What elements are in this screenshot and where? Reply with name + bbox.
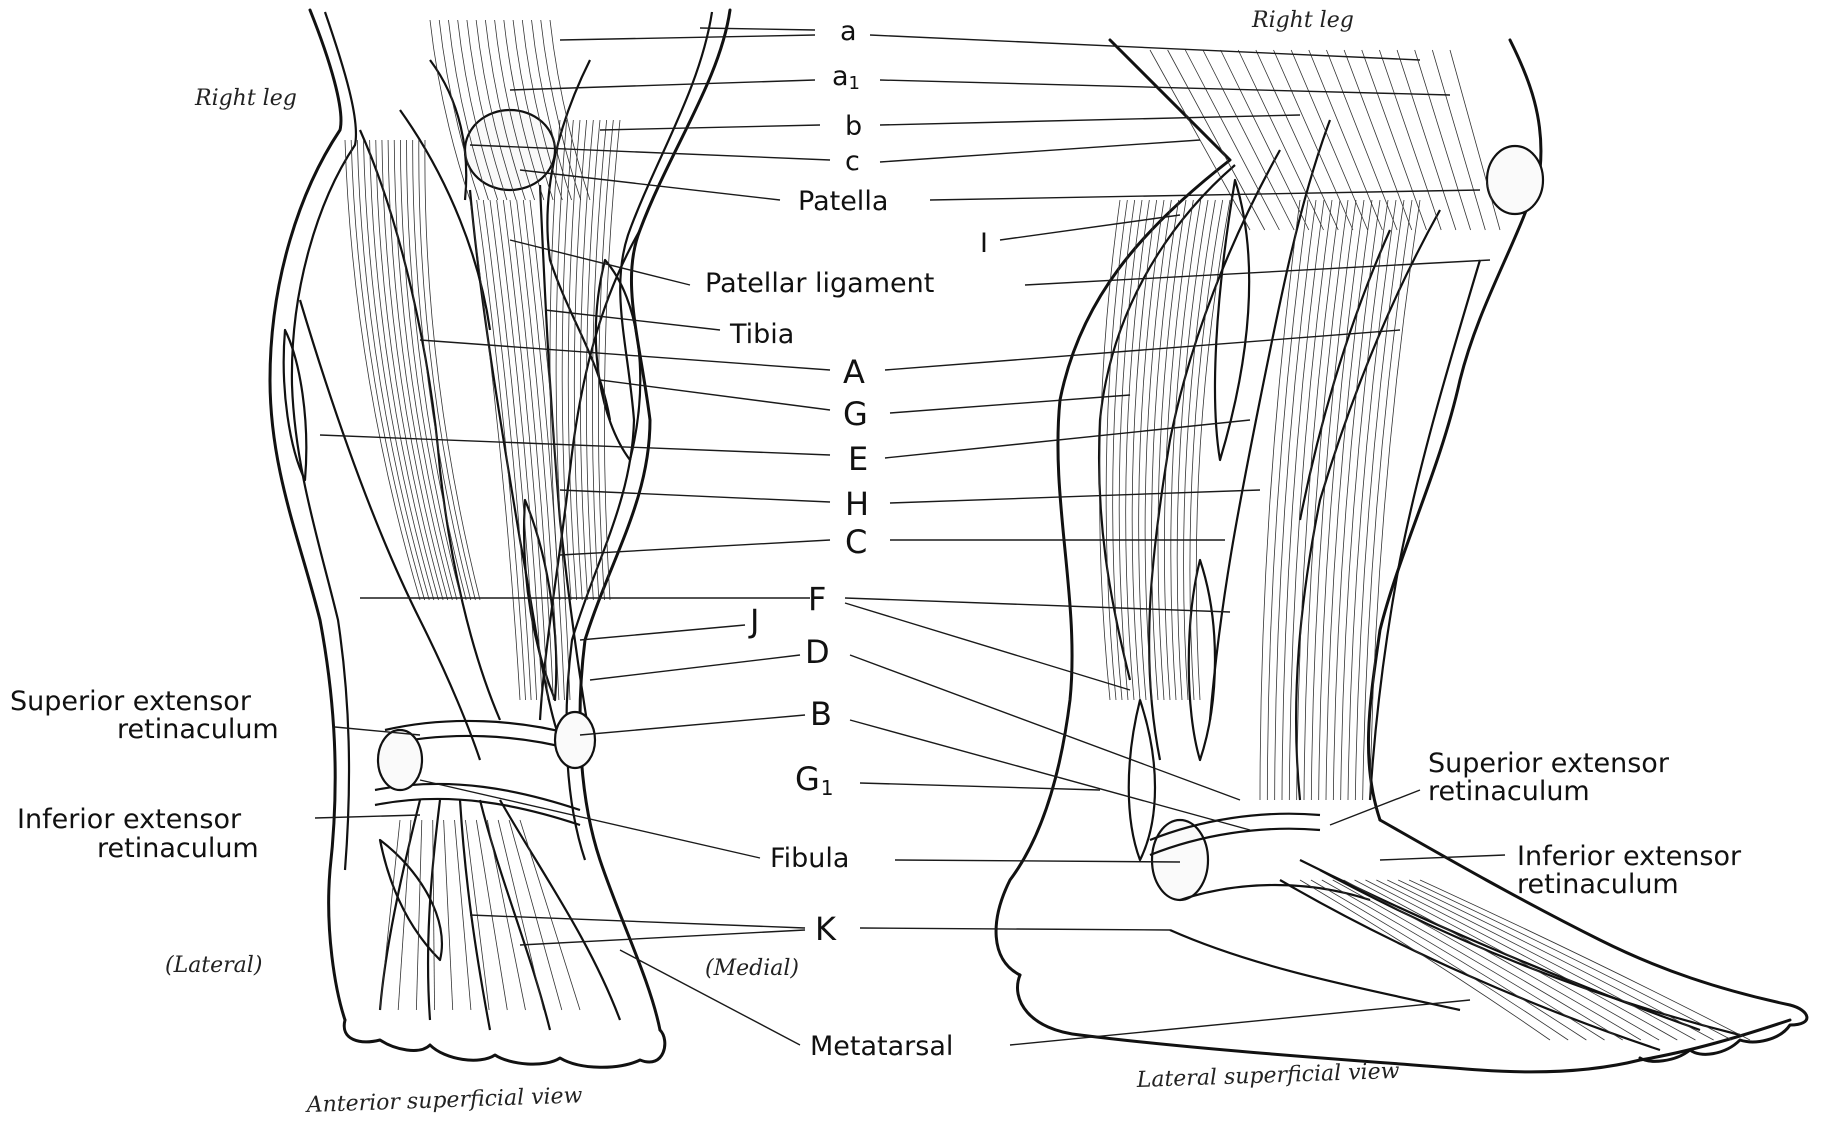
label-A: A (843, 353, 866, 391)
leader-K-right (860, 928, 1170, 930)
leader-b-right (880, 115, 1300, 125)
label-E: E (848, 440, 869, 478)
label-inf-ext-ret-right-2: retinaculum (1517, 869, 1679, 900)
leader-patellar-ligament-right (1025, 260, 1490, 285)
label-D: D (805, 633, 831, 671)
label-B: B (810, 695, 833, 733)
leader-D-right (850, 655, 1240, 800)
leader-F-down (845, 603, 1130, 690)
label-inf-ext-ret-left-1: Inferior extensor (17, 804, 242, 835)
leader-B-left (580, 715, 805, 735)
label-G1: G1 (795, 760, 835, 800)
label-a: a (840, 16, 857, 47)
leader-D-left (590, 655, 800, 680)
label-tibia: Tibia (729, 319, 794, 350)
leader-K-left1 (470, 915, 805, 928)
leader-fibula-left (420, 780, 760, 858)
leader-B-right (850, 720, 1250, 830)
anterior-toes (344, 1020, 665, 1067)
label-fibula: Fibula (770, 843, 849, 874)
caption-lateral: (Lateral) (165, 953, 262, 978)
leader-b-left (600, 125, 820, 130)
label-K: K (815, 910, 837, 948)
leader-a1-left (510, 80, 815, 90)
leader-C-left (560, 540, 830, 555)
label-H: H (845, 485, 870, 523)
label-J: J (748, 602, 760, 640)
leader-metatarsal-right (1010, 1000, 1470, 1045)
anterior-leg-drawing (270, 10, 730, 1067)
label-inf-ext-ret-left-2: retinaculum (97, 833, 259, 864)
caption-lateral-view: Lateral superficial view (1135, 1059, 1400, 1093)
label-c: c (845, 146, 860, 177)
leader-G-right (890, 395, 1130, 413)
leader-a1-right (880, 80, 1450, 95)
leader-patella-right (930, 190, 1480, 200)
leader-H-left (560, 490, 830, 502)
leader-H-right (890, 490, 1260, 503)
caption-anterior-view: Anterior superficial view (304, 1083, 583, 1118)
label-inf-ext-ret-right-1: Inferior extensor (1517, 841, 1742, 872)
label-I: I (980, 228, 988, 259)
leader-fibula-right (895, 860, 1180, 862)
leader-K-left2 (520, 930, 805, 945)
leader-a-left (560, 35, 815, 40)
leader-a-right (870, 35, 1420, 60)
label-G: G (843, 395, 869, 433)
label-patella: Patella (798, 186, 888, 217)
label-C: C (845, 523, 868, 561)
leader-sup-ext-right (1330, 790, 1420, 825)
leader-J (580, 625, 745, 640)
label-metatarsal: Metatarsal (810, 1031, 953, 1062)
lateral-leg-drawing (996, 40, 1807, 1072)
leader-c-right (880, 140, 1200, 162)
leader-inf-ext-left (315, 815, 420, 818)
label-sup-ext-ret-left-1: Superior extensor (10, 686, 252, 717)
label-b: b (845, 111, 862, 142)
leader-F-right (845, 598, 1230, 612)
caption-right-leg-left: Right leg (194, 86, 297, 111)
label-sup-ext-ret-left-2: retinaculum (117, 714, 279, 745)
caption-medial: (Medial) (705, 956, 799, 981)
leader-patella-left (520, 170, 780, 200)
labels: Right leg Right leg a a1 b c Patella I P… (10, 8, 1742, 1118)
leader-E-right (885, 420, 1250, 458)
caption-right-leg-right: Right leg (1251, 8, 1354, 33)
lateral-patella-shape (1487, 146, 1543, 214)
label-a1: a1 (832, 61, 860, 94)
label-F: F (808, 580, 827, 618)
leader-G1 (860, 783, 1100, 790)
label-patellar-ligament: Patellar ligament (705, 268, 934, 299)
leader-G-left (600, 380, 830, 410)
label-sup-ext-ret-right-1: Superior extensor (1428, 748, 1670, 779)
leader-a-left2 (700, 28, 815, 30)
leader-A-right (885, 330, 1400, 370)
label-sup-ext-ret-right-2: retinaculum (1428, 776, 1590, 807)
